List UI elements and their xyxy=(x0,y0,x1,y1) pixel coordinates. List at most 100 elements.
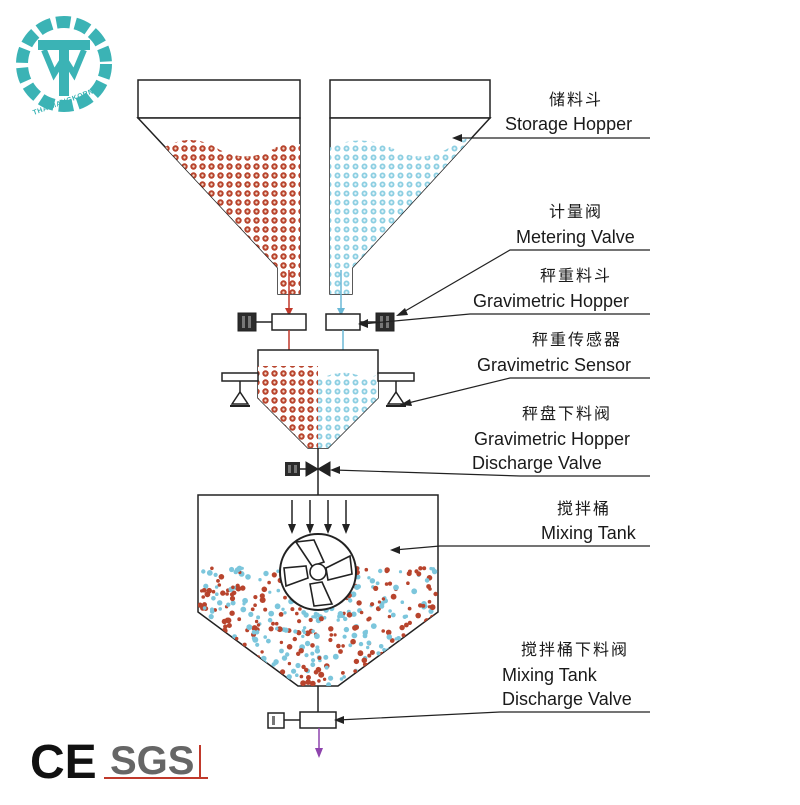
particle xyxy=(248,611,254,618)
particle xyxy=(390,593,397,600)
particle xyxy=(357,677,362,682)
particle xyxy=(296,651,301,656)
particle xyxy=(306,675,311,680)
particle xyxy=(343,616,348,622)
particle xyxy=(370,602,375,607)
particle xyxy=(317,656,322,660)
particle xyxy=(209,607,215,612)
particle xyxy=(213,639,218,644)
particle xyxy=(238,651,243,655)
particle xyxy=(275,627,279,631)
particle xyxy=(315,645,320,650)
particle xyxy=(285,652,290,657)
particle xyxy=(318,671,325,678)
particle xyxy=(431,676,437,681)
particle xyxy=(332,653,339,660)
particle xyxy=(211,651,216,655)
particle xyxy=(199,636,205,642)
particle xyxy=(348,598,353,603)
particle xyxy=(310,662,316,668)
particle xyxy=(207,657,214,664)
particle xyxy=(421,658,427,664)
particle xyxy=(426,584,431,589)
particle xyxy=(225,617,230,623)
particle xyxy=(412,668,417,673)
particle xyxy=(240,566,244,570)
particle xyxy=(303,612,309,618)
particle xyxy=(254,678,259,682)
particle xyxy=(199,625,204,630)
particle xyxy=(357,650,364,657)
particle xyxy=(297,619,302,624)
particle xyxy=(311,629,315,633)
particle xyxy=(370,623,377,629)
particle xyxy=(222,679,228,686)
mixing-tank-discharge-valve xyxy=(267,686,337,758)
discharge-valve-label-cn: 秤盘下料阀 xyxy=(522,404,613,423)
gravimetric-sensor-left xyxy=(221,372,259,407)
particle xyxy=(250,607,255,612)
particle xyxy=(267,580,271,585)
particle xyxy=(361,657,368,664)
particle xyxy=(314,648,321,654)
particle xyxy=(217,660,222,665)
particle xyxy=(366,645,370,650)
particle xyxy=(301,634,305,639)
particle xyxy=(371,676,375,680)
particle xyxy=(282,678,287,684)
particle xyxy=(253,670,259,675)
particle xyxy=(203,622,209,628)
particle xyxy=(279,640,284,645)
particle xyxy=(267,684,272,686)
particle xyxy=(215,656,220,662)
particle xyxy=(378,644,384,649)
particle xyxy=(336,643,341,649)
particle xyxy=(202,606,207,610)
particle xyxy=(296,630,301,634)
particle xyxy=(231,590,237,596)
mixing-tank-label-en: Mixing Tank xyxy=(541,523,636,543)
particle xyxy=(429,604,436,611)
particle xyxy=(218,574,225,580)
particle xyxy=(203,664,208,669)
particle xyxy=(198,681,204,686)
particle xyxy=(241,659,245,663)
particle xyxy=(402,669,408,675)
particle xyxy=(393,584,399,591)
particle xyxy=(271,621,275,626)
particle xyxy=(315,612,320,618)
particle xyxy=(390,612,396,618)
particle xyxy=(328,637,333,643)
particle xyxy=(200,669,206,675)
particle xyxy=(256,623,261,627)
particle xyxy=(418,566,423,571)
particle xyxy=(394,646,400,652)
particle xyxy=(273,674,278,678)
particle xyxy=(353,658,360,665)
particle xyxy=(428,682,433,686)
discharge-valve-label-en-2: Discharge Valve xyxy=(472,453,602,473)
particle xyxy=(243,658,249,663)
gravimetric-hopper xyxy=(257,349,379,449)
particle xyxy=(225,592,229,596)
particle xyxy=(286,674,292,680)
particle xyxy=(426,671,431,676)
particle xyxy=(229,610,235,616)
particle xyxy=(397,654,403,659)
particle xyxy=(358,641,364,647)
particle xyxy=(406,637,410,642)
particle xyxy=(310,651,315,656)
particle xyxy=(367,576,371,580)
particle xyxy=(379,603,385,609)
particle xyxy=(201,588,207,593)
particle xyxy=(199,617,204,622)
particle xyxy=(253,603,257,607)
thaimangkorn-logo xyxy=(16,16,112,112)
particle xyxy=(308,617,313,623)
particle xyxy=(274,621,279,626)
particle xyxy=(386,653,390,657)
particle xyxy=(409,633,413,637)
particle xyxy=(283,595,287,600)
particle xyxy=(364,567,369,572)
particle xyxy=(406,581,410,585)
